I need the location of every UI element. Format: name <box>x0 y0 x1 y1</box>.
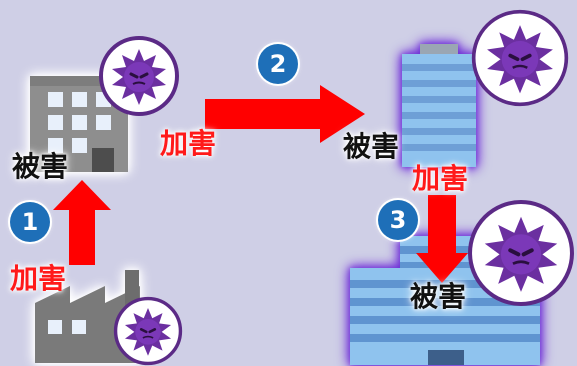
victim-label-1: 被害 <box>12 150 69 183</box>
attack-label-2: 加害 <box>160 127 217 160</box>
large-building-icon <box>350 236 540 365</box>
victim-label-2: 被害 <box>343 130 400 163</box>
step-badge-1: 1 <box>10 202 50 242</box>
virus-icon <box>468 200 574 306</box>
victim-label-3: 被害 <box>410 280 467 313</box>
virus-icon <box>99 36 179 116</box>
red-arrow-icon <box>416 195 468 283</box>
blue-tower-icon <box>402 44 476 167</box>
red-arrow-icon <box>53 180 111 265</box>
attack-label-3: 加害 <box>412 162 469 195</box>
attack-label-1: 加害 <box>10 262 67 295</box>
virus-icon <box>471 9 569 107</box>
step-badge-3: 3 <box>378 200 418 240</box>
step-badge-2: 2 <box>258 44 298 84</box>
red-arrow-icon <box>205 85 365 143</box>
virus-icon <box>113 296 183 366</box>
